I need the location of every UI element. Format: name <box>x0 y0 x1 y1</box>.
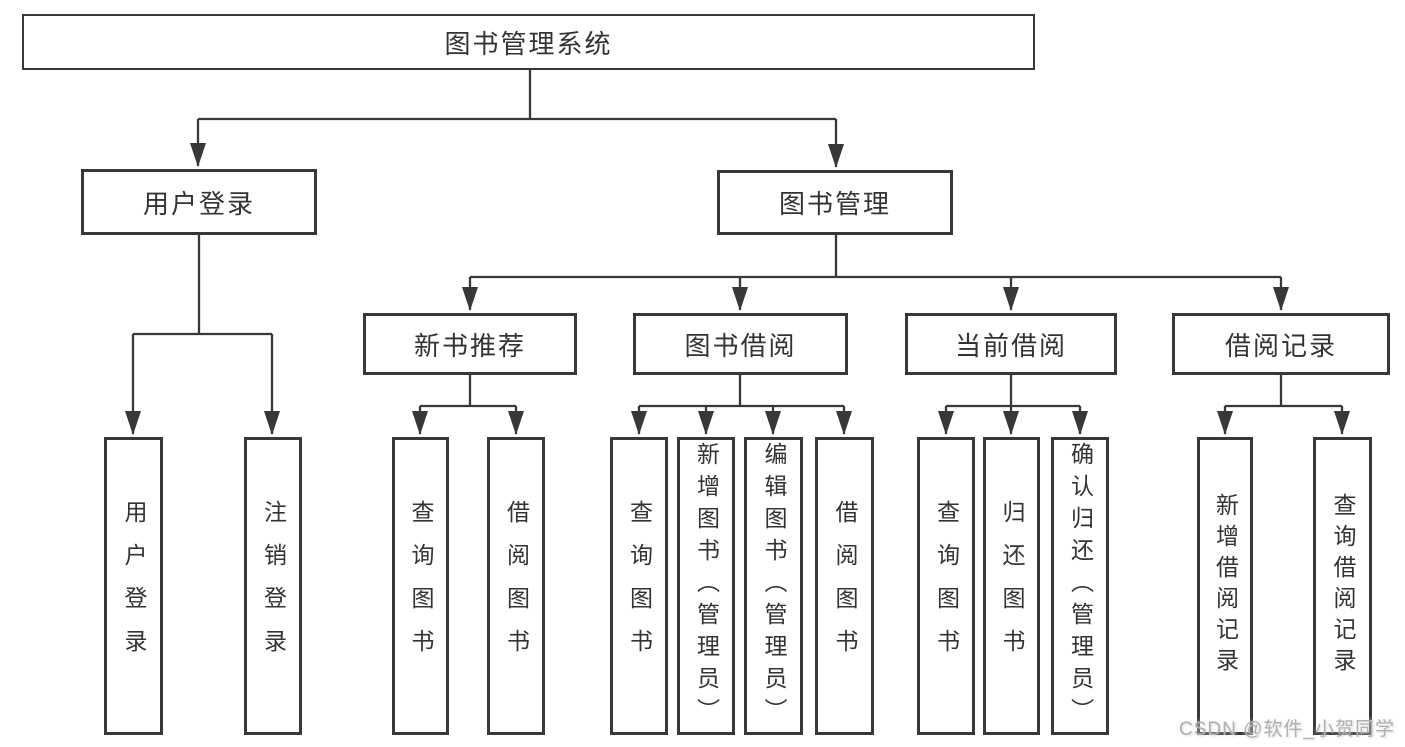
leaf-add-books-admin-label: 新增图书（管理员） <box>693 442 720 730</box>
leaf-edit-books-admin: 编辑图书（管理员） <box>744 437 803 735</box>
leaf-query-books-2-label: 查询图书 <box>626 500 653 672</box>
node-book-borrowing-label: 图书借阅 <box>684 330 797 361</box>
leaf-logout: 注销登录 <box>244 437 302 735</box>
node-new-book-recommend: 新书推荐 <box>363 313 577 375</box>
leaf-borrow-books-1: 借阅图书 <box>487 437 545 735</box>
node-book-management: 图书管理 <box>717 170 953 235</box>
leaf-user-login: 用户登录 <box>104 437 163 735</box>
node-new-book-recommend-label: 新书推荐 <box>413 330 526 361</box>
node-borrowing-records: 借阅记录 <box>1172 313 1390 375</box>
leaf-query-books-1-label: 查询图书 <box>408 500 434 672</box>
leaf-query-books-3-label: 查询图书 <box>933 500 960 672</box>
leaf-query-books-1: 查询图书 <box>392 437 449 735</box>
node-book-management-label: 图书管理 <box>778 189 891 219</box>
csdn-watermark: CSDN @软件_小贺同学 <box>1179 719 1395 740</box>
leaf-add-borrow-record-label: 新增借阅记录 <box>1212 493 1239 679</box>
leaf-borrow-books-1-label: 借阅图书 <box>503 500 530 672</box>
leaf-add-borrow-record: 新增借阅记录 <box>1197 437 1253 735</box>
node-user-login: 用户登录 <box>81 169 317 235</box>
node-root-label: 图书管理系统 <box>444 28 613 59</box>
leaf-confirm-return-admin-label: 确认归还（管理员） <box>1067 442 1094 730</box>
leaf-borrow-books-2-label: 借阅图书 <box>832 500 858 672</box>
leaf-edit-books-admin-label: 编辑图书（管理员） <box>761 442 787 730</box>
leaf-user-login-label: 用户登录 <box>121 500 147 672</box>
leaf-return-books: 归还图书 <box>983 437 1040 735</box>
node-borrowing-records-label: 借阅记录 <box>1224 330 1337 361</box>
leaf-confirm-return-admin: 确认归还（管理员） <box>1051 437 1109 735</box>
node-user-login-label: 用户登录 <box>142 188 255 219</box>
leaf-query-books-3: 查询图书 <box>917 437 975 735</box>
node-book-borrowing: 图书借阅 <box>633 313 848 375</box>
node-root: 图书管理系统 <box>22 14 1035 70</box>
node-current-borrowing: 当前借阅 <box>905 313 1117 375</box>
leaf-borrow-books-2: 借阅图书 <box>815 437 874 735</box>
leaf-add-books-admin: 新增图书（管理员） <box>677 437 735 735</box>
leaf-query-books-2: 查询图书 <box>610 437 668 735</box>
leaf-logout-label: 注销登录 <box>260 500 287 672</box>
leaf-query-borrow-record: 查询借阅记录 <box>1313 437 1372 735</box>
node-current-borrowing-label: 当前借阅 <box>954 330 1067 361</box>
leaf-query-borrow-record-label: 查询借阅记录 <box>1330 493 1356 679</box>
leaf-return-books-label: 归还图书 <box>999 500 1025 672</box>
